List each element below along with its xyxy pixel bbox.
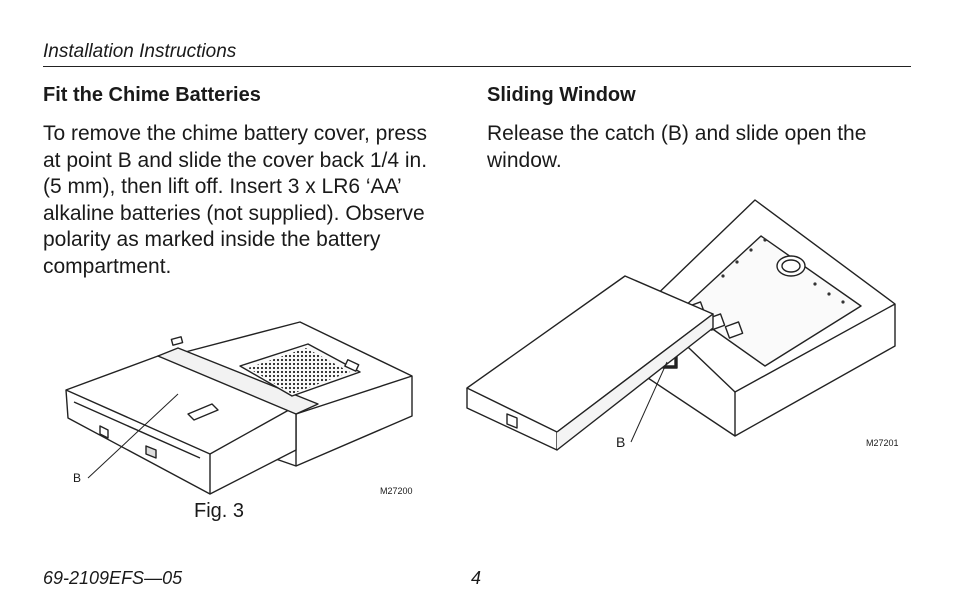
window-callout-b: B (616, 434, 626, 450)
chime-batteries-heading: Fit the Chime Batteries (43, 84, 261, 106)
page-header-title: Installation Instructions (43, 41, 237, 62)
window-figure-code: M27201 (866, 438, 899, 448)
fig3-code: M27200 (380, 486, 413, 496)
fig3-callout-b: B (73, 471, 82, 485)
document-number: 69-2109EFS—05 (43, 568, 183, 588)
header-rule (43, 66, 911, 67)
page-number: 4 (471, 568, 482, 588)
sliding-window-instructions: Release the catch (B) and slide open the… (487, 122, 867, 172)
chime-battery-illustration (65, 321, 413, 495)
chime-batteries-instructions: To remove the chime battery cover, press… (43, 122, 428, 278)
sliding-window-illustration (466, 199, 896, 451)
sliding-window-heading: Sliding Window (487, 84, 636, 106)
fig3-caption: Fig. 3 (194, 500, 245, 522)
